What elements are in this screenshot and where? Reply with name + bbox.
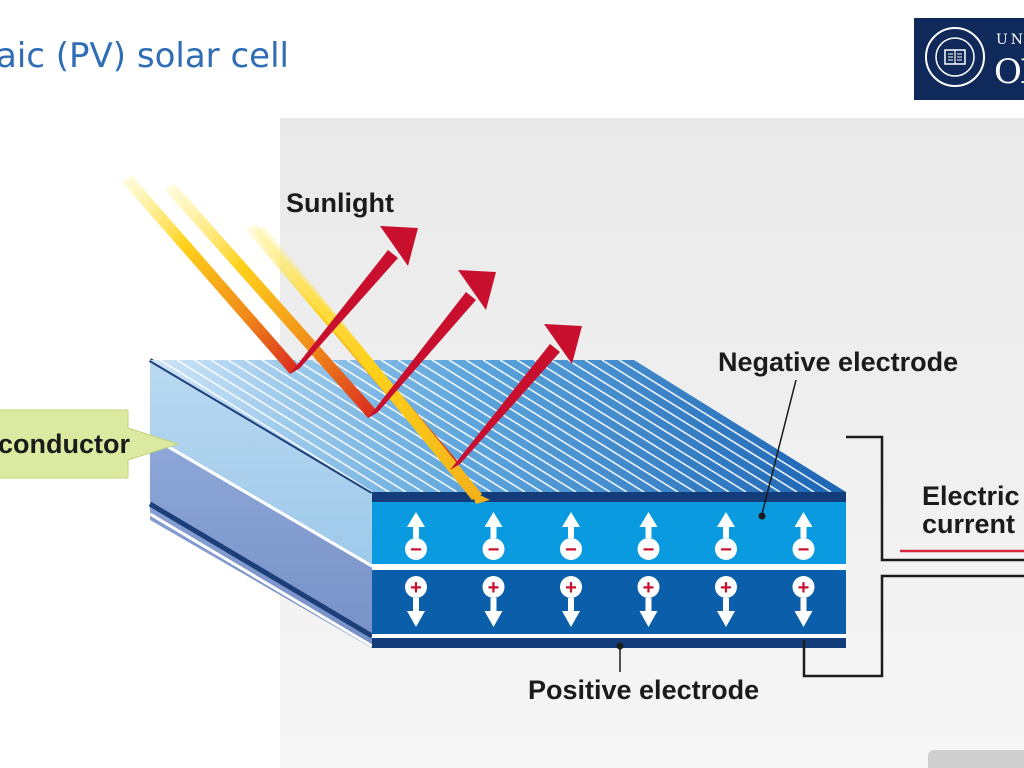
cell-gridline [397,360,611,492]
cell-gridline [584,360,798,492]
hole-carrier: + [560,576,582,627]
cell-gridline [465,360,679,492]
hole-carrier: + [482,576,505,627]
electric-current-label-line1: Electric [922,481,1020,511]
cell-gridline [431,360,645,492]
plus-sign: + [643,577,655,599]
hole-carrier: + [792,576,815,627]
cell-side-lower [150,438,372,648]
slide-title: aic (PV) solar cell [0,36,289,76]
cell-gridline [516,360,730,492]
cell-gridline [159,360,373,492]
logo-text-line2: OX [994,52,1024,92]
minus-sign: − [720,539,732,561]
electron-carrier: − [637,512,660,561]
logo-text-line1: UNI [996,32,1024,48]
circuit-wire-top [846,435,1024,562]
minus-sign: − [410,539,422,561]
plus-sign: + [798,577,810,599]
sunlight-label: Sunlight [286,188,394,218]
semiconductor-label: conductor [0,429,130,459]
minus-sign: − [488,539,500,561]
cell-gridline [329,360,543,492]
cell-gridline [618,360,832,492]
hole-carrier: + [715,576,737,627]
hole-carrier: + [637,576,660,627]
plus-sign: + [720,577,732,599]
cell-gridline [567,360,781,492]
sunlight-beams [122,176,490,504]
electron-carrier: − [405,512,427,561]
hole-carrier: + [405,576,427,627]
minus-sign: − [565,539,577,561]
cell-gridline [448,360,662,492]
negative-electrode-label: Negative electrode [718,347,958,377]
electron-carrier: − [560,512,582,561]
cell-gridline [244,360,458,492]
cell-gridline [499,360,713,492]
university-logo: UNI OX [914,18,1024,100]
oxford-seal-icon [925,27,985,87]
negative-electrode-strip [372,492,846,502]
cell-gridline [482,360,696,492]
cell-side-upper [150,360,372,568]
plus-sign: + [488,577,500,599]
positive-electrode-strip [372,638,846,648]
cell-gridline [176,360,390,492]
cell-gridline [227,360,441,492]
presenter-thumbnail [928,750,1024,768]
semiconductor-callout [0,409,180,479]
cell-gridline [261,360,475,492]
electron-carrier: − [792,512,815,561]
cell-gridline [601,360,815,492]
cell-gridline [193,360,407,492]
cell-gridline [210,360,424,492]
plus-sign: + [410,577,422,599]
cell-gridline [550,360,764,492]
cell-gridline [295,360,509,492]
electric-current-label-line2: current [922,509,1015,539]
minus-sign: − [798,539,810,561]
minus-sign: − [643,539,655,561]
n-type-layer [372,502,846,564]
p-type-layer [372,570,846,634]
plus-sign: + [565,577,577,599]
cell-gridline [414,360,628,492]
electron-carrier: − [715,512,737,561]
positive-electrode-label: Positive electrode [528,675,759,705]
electron-carrier: − [482,512,505,561]
circuit-wire-bottom [802,574,1024,678]
reflected-light-arrows [290,226,582,470]
cell-gridline [533,360,747,492]
